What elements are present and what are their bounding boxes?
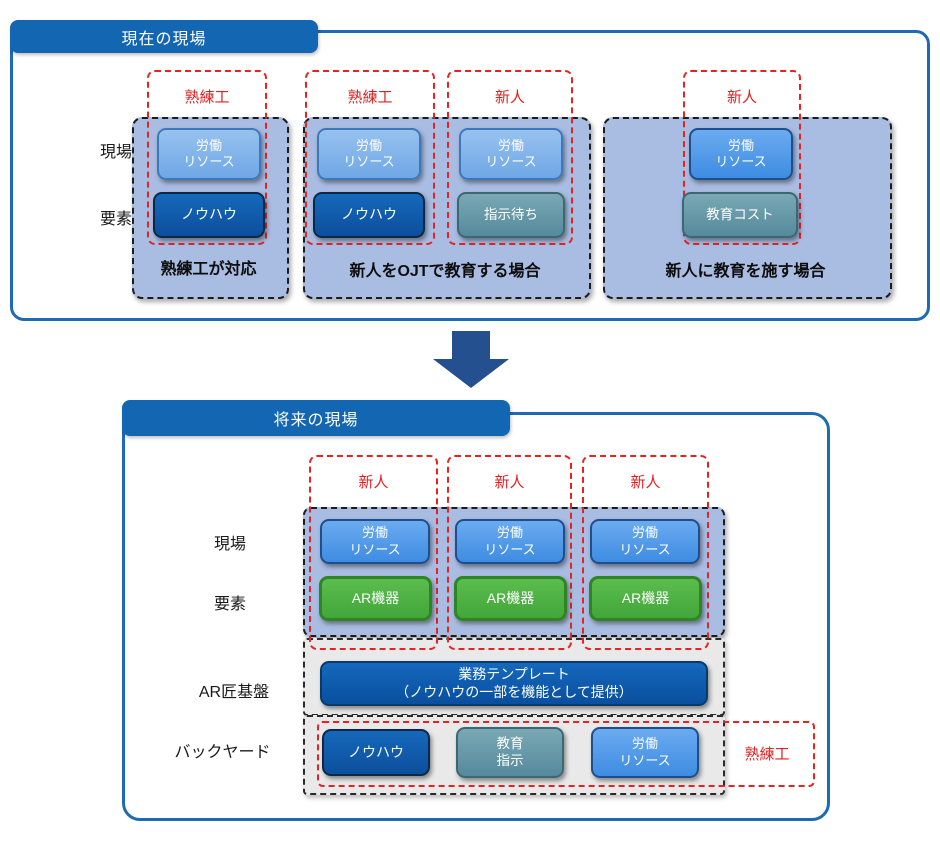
labor-resource-box-g2a: 労働 リソース bbox=[317, 128, 421, 180]
person-tag-newcomer-g3: 新人 bbox=[683, 70, 801, 245]
labor-resource-box-f3: 労働 リソース bbox=[590, 519, 700, 564]
person-tag-newcomer-g2: 新人 bbox=[447, 70, 573, 245]
knowhow-box-g2: ノウハウ bbox=[313, 192, 425, 238]
person-tag-label: 新人 bbox=[494, 474, 525, 491]
skilled-worker-scope bbox=[317, 721, 815, 787]
group1-caption: 熟練工が対応 bbox=[160, 261, 257, 278]
person-tag-skilled-g1: 熟練工 bbox=[147, 70, 267, 245]
person-tag-skilled-backyard: 熟練工 bbox=[744, 746, 790, 763]
education-cost-box: 教育コスト bbox=[682, 192, 798, 238]
future-panel-header: 将来の現場 bbox=[122, 400, 510, 436]
person-tag-newcomer-f2: 新人 bbox=[447, 455, 572, 650]
labor-resource-box-f2: 労働 リソース bbox=[455, 519, 565, 564]
person-tag-label: 新人 bbox=[494, 89, 525, 106]
labor-resource-box-backyard: 労働 リソース bbox=[591, 727, 699, 778]
waiting-instruction-box: 指示待ち bbox=[457, 192, 565, 238]
business-template-box: 業務テンプレート （ノウハウの一部を機能として提供） bbox=[320, 661, 708, 706]
person-tag-label: 新人 bbox=[726, 89, 757, 106]
current-panel-header: 現在の現場 bbox=[10, 20, 318, 53]
ar-device-box-f2: AR機器 bbox=[454, 576, 567, 621]
knowhow-box-g1: ノウハウ bbox=[153, 192, 265, 238]
row-label-element: 要素 bbox=[99, 211, 132, 228]
row-label-element-future: 要素 bbox=[213, 596, 246, 613]
row-label-field-future: 現場 bbox=[213, 536, 246, 553]
labor-resource-box-g2b: 労働 リソース bbox=[459, 128, 563, 180]
labor-resource-box-f1: 労働 リソース bbox=[320, 519, 430, 564]
labor-resource-box-g3: 労働 リソース bbox=[689, 128, 793, 180]
future-panel-title: 将来の現場 bbox=[273, 412, 359, 429]
down-arrow-icon bbox=[433, 331, 509, 388]
row-label-ar-platform: AR匠基盤 bbox=[198, 684, 270, 701]
row-label-backyard: バックヤード bbox=[174, 744, 271, 761]
person-tag-label: 熟練工 bbox=[347, 89, 393, 106]
current-panel-title: 現在の現場 bbox=[121, 30, 207, 48]
group2-caption: 新人をOJTで教育する場合 bbox=[349, 263, 541, 280]
person-tag-label: 熟練工 bbox=[184, 89, 230, 106]
ar-device-box-f1: AR機器 bbox=[319, 576, 432, 621]
person-tag-label: 新人 bbox=[358, 474, 389, 491]
ar-device-box-f3: AR機器 bbox=[589, 576, 702, 621]
education-instruction-box: 教育 指示 bbox=[456, 727, 564, 778]
knowhow-box-backyard: ノウハウ bbox=[322, 729, 430, 776]
group3-caption: 新人に教育を施す場合 bbox=[665, 263, 826, 280]
row-label-field: 現場 bbox=[99, 144, 132, 161]
person-tag-label: 新人 bbox=[630, 474, 661, 491]
labor-resource-box-g1: 労働 リソース bbox=[157, 128, 261, 180]
person-tag-newcomer-f1: 新人 bbox=[309, 455, 438, 650]
person-tag-skilled-g2: 熟練工 bbox=[305, 70, 435, 245]
person-tag-newcomer-f3: 新人 bbox=[582, 455, 709, 650]
